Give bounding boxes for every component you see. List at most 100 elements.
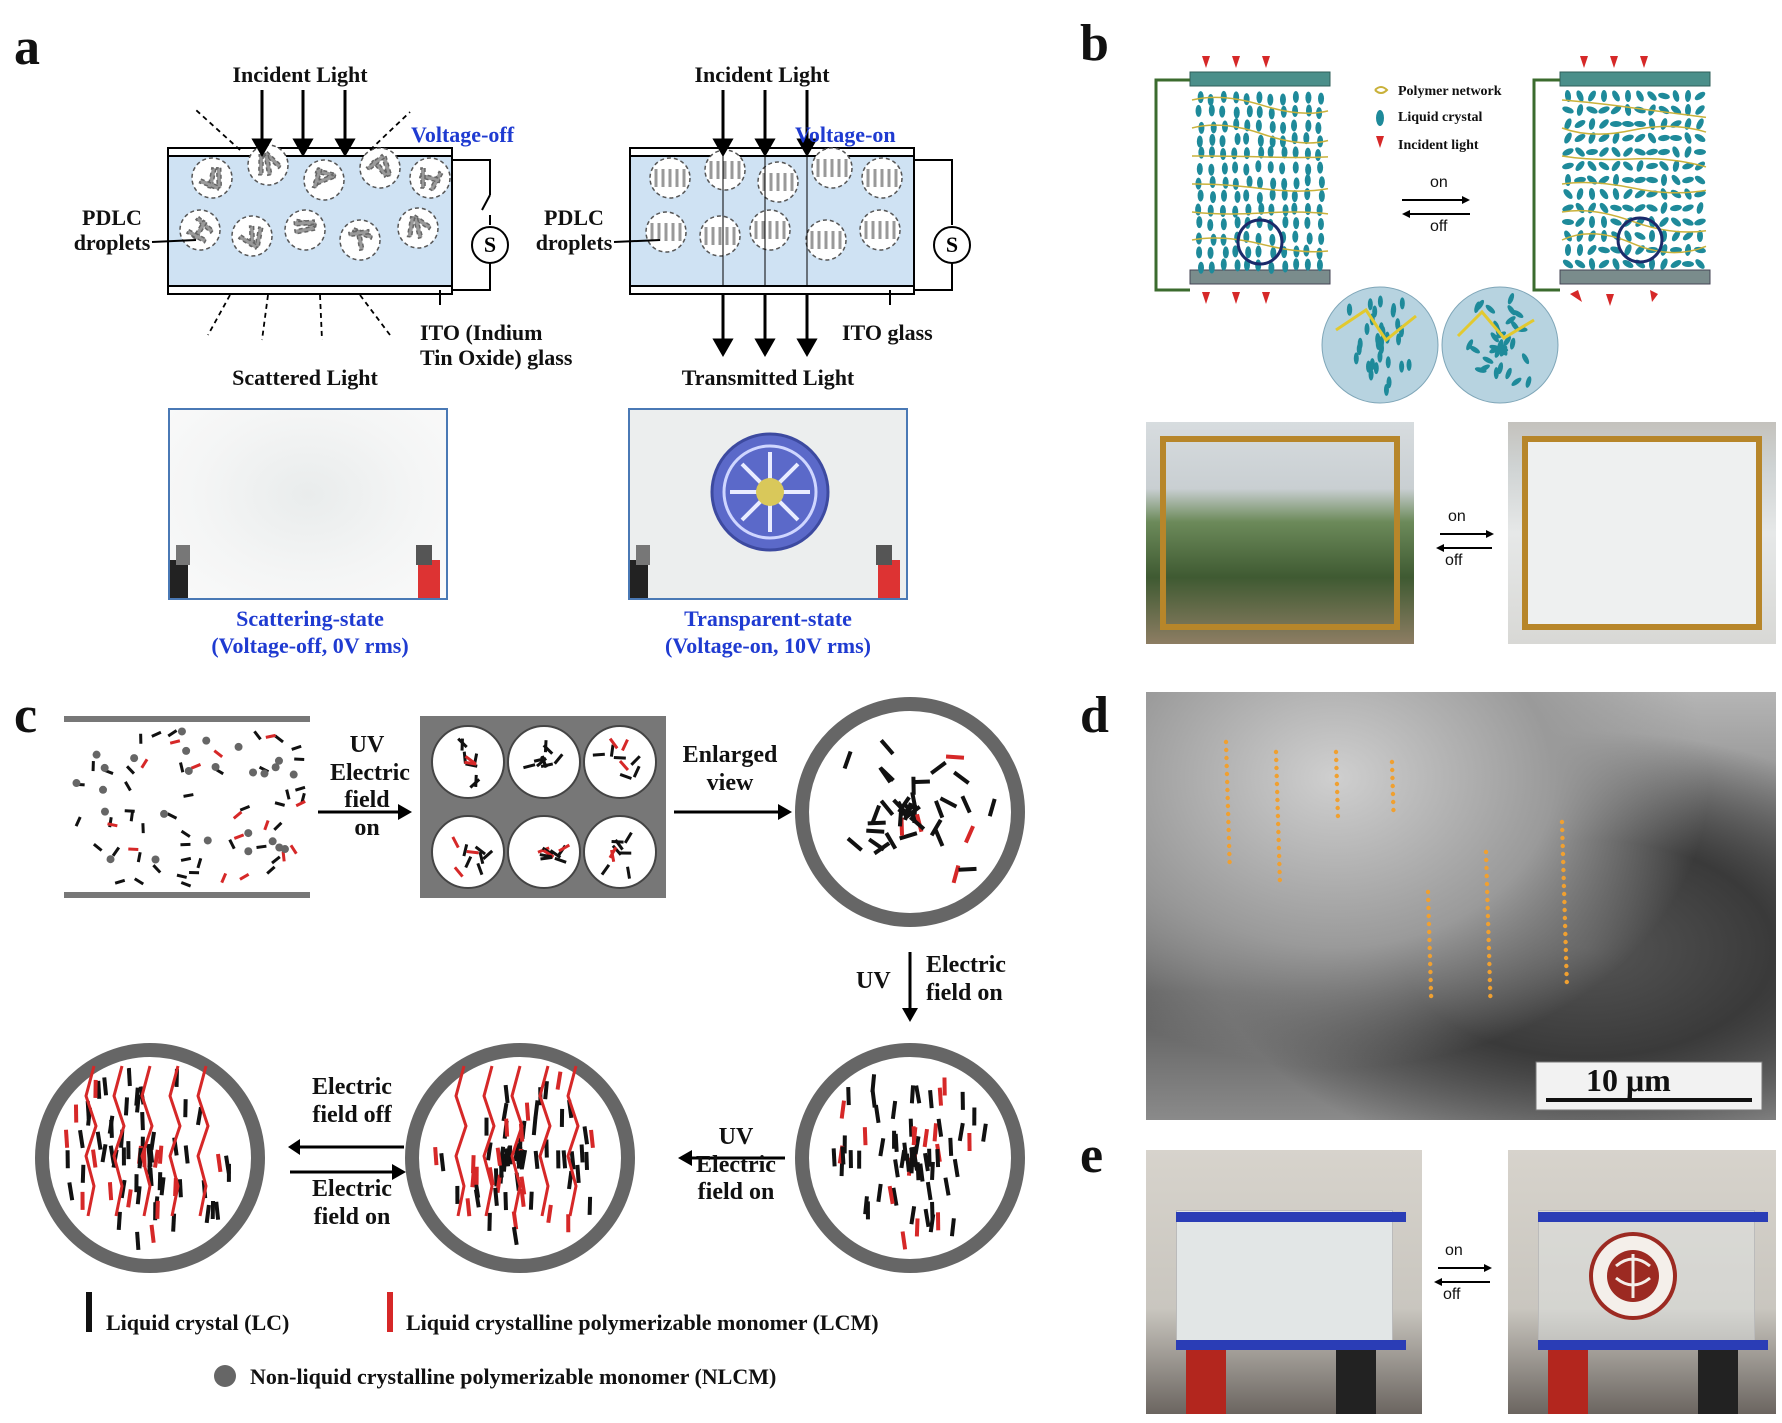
lc-molecule: [100, 1144, 108, 1163]
lc-ellipse: [1234, 216, 1241, 229]
lc-ellipse: [1291, 119, 1298, 132]
c-step5-on-label: Electric field on: [312, 1176, 392, 1230]
lc-ellipse: [1256, 176, 1263, 189]
lc-molecule: [844, 159, 848, 177]
lc-ellipse: [1256, 216, 1263, 229]
lc-ellipse: [1694, 175, 1706, 185]
sem-guide-dot: [1274, 781, 1280, 787]
sem-guide-dot: [1225, 779, 1230, 785]
lc-molecule: [623, 831, 633, 844]
lc-ellipse: [1575, 217, 1585, 227]
nlcm-monomer: [271, 763, 280, 772]
lc-molecule: [109, 1119, 114, 1138]
lc-ellipse: [1233, 91, 1240, 104]
lcm-molecule: [558, 843, 571, 853]
lc-molecule: [179, 762, 185, 773]
lc-ellipse: [1493, 367, 1499, 380]
lc-molecule: [866, 169, 870, 187]
lc-molecule: [285, 789, 291, 800]
lc-ellipse: [1636, 160, 1644, 172]
lc-ellipse: [1196, 246, 1203, 259]
lcm-molecule: [91, 1149, 98, 1168]
lc-ellipse: [1255, 160, 1262, 173]
lc-ellipse: [1694, 91, 1706, 101]
lcm-molecule: [900, 1231, 908, 1250]
lc-molecule: [95, 1131, 103, 1150]
photo-off-label: off: [1445, 552, 1463, 569]
nlcm-monomer: [244, 847, 253, 856]
scattering-state-subcaption: (Voltage-off, 0V rms): [211, 633, 409, 658]
lc-molecule: [311, 166, 323, 190]
polymer-strand: [1561, 155, 1707, 168]
lc-ellipse: [1525, 376, 1532, 388]
panel-c-letter: c: [14, 687, 38, 744]
nlcm-monomer: [211, 762, 220, 771]
sem-overlay: [1223, 739, 1763, 1111]
lc-ellipse: [1315, 149, 1322, 162]
lc-ellipse: [1220, 147, 1227, 160]
lc-ellipse: [1292, 146, 1299, 159]
lcm-molecule: [610, 849, 616, 863]
lc-ellipse: [1576, 104, 1584, 116]
lc-ellipse: [1357, 337, 1363, 350]
lc-molecule: [873, 1104, 881, 1124]
lc-ellipse: [1209, 133, 1216, 146]
lc-ellipse: [1269, 135, 1276, 148]
nlcm-monomer: [274, 756, 283, 765]
lcm-molecule: [80, 1191, 85, 1210]
lc-molecule: [704, 227, 708, 245]
lc-molecule: [171, 1213, 177, 1232]
nlcm-monomer: [177, 727, 186, 736]
lc-molecule: [78, 1129, 85, 1149]
lc-molecule: [893, 1133, 899, 1152]
lc-ellipse: [1318, 232, 1325, 245]
lc-molecule: [671, 223, 675, 241]
sem-guide-dot: [1277, 869, 1282, 875]
lc-ellipse: [1479, 364, 1490, 372]
lc-molecule: [943, 1177, 951, 1196]
sem-guide-dot: [1224, 763, 1229, 769]
lcm-molecule: [126, 1189, 133, 1208]
lc-molecule: [65, 1150, 70, 1169]
lc-molecule: [846, 836, 863, 852]
sem-guide-dot: [1275, 805, 1280, 811]
nlcm-monomer: [268, 837, 277, 846]
lc-ellipse: [1243, 189, 1250, 202]
lc-ellipse: [1622, 204, 1634, 212]
lc-ellipse: [1303, 132, 1310, 145]
panel-a-right-schematic: S: [613, 90, 971, 358]
lc-ellipse: [1624, 244, 1632, 256]
lc-molecule: [579, 1144, 585, 1163]
lcm-molecule: [73, 1104, 79, 1123]
peking-university-seal: [1589, 1232, 1677, 1320]
lc-molecule: [140, 1112, 145, 1131]
panel-a-letter: a: [14, 19, 40, 76]
nlcm-monomer: [289, 770, 298, 779]
lc-molecule: [769, 173, 773, 191]
lc-ellipse: [1246, 175, 1253, 188]
lc-ellipse: [1670, 259, 1682, 269]
sem-guide-dot: [1427, 937, 1432, 943]
lc-ellipse: [1221, 189, 1228, 202]
lc-molecule: [831, 231, 835, 249]
legend-nlcm: Non-liquid crystalline polymerizable mon…: [250, 1364, 777, 1389]
lc-molecule: [121, 1147, 126, 1166]
lc-ellipse: [1317, 217, 1324, 230]
lc-molecule: [196, 857, 203, 869]
lc-ellipse: [1232, 177, 1239, 190]
lcm-molecule: [546, 1204, 553, 1224]
e-switch-arrows: [1434, 1264, 1492, 1286]
nlcm-monomer: [99, 785, 108, 794]
sem-guide-dot: [1334, 781, 1340, 787]
lc-ellipse: [1243, 147, 1250, 160]
lc-ellipse: [1599, 188, 1609, 200]
lcm-molecule: [281, 851, 286, 862]
lc-ellipse: [1696, 118, 1704, 130]
c-step3-uv: UV: [856, 968, 891, 994]
lc-ellipse: [1316, 259, 1323, 272]
nlcm-monomer: [202, 736, 211, 745]
lc-molecule: [609, 744, 615, 757]
lc-ellipse: [1210, 121, 1217, 134]
sem-guide-dot: [1564, 971, 1569, 977]
lc-ellipse: [1682, 176, 1694, 184]
